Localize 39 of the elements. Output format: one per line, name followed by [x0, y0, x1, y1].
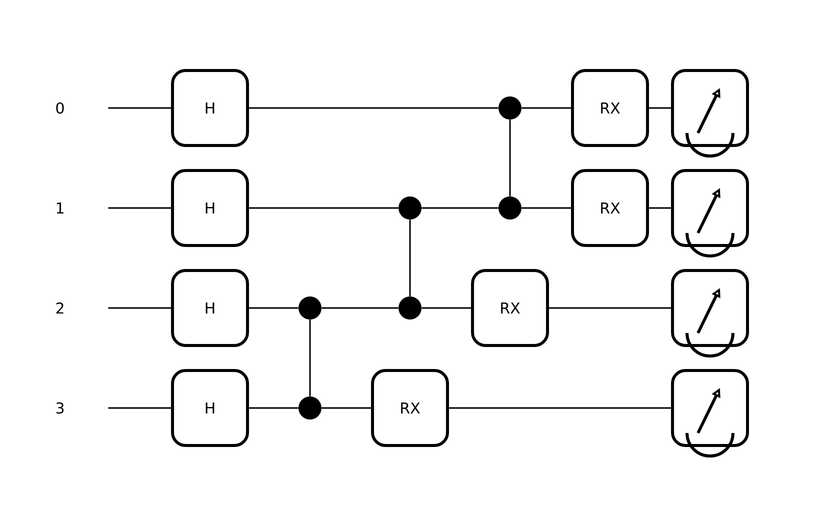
control-dot [398, 296, 422, 320]
wire [649, 107, 671, 109]
wire [549, 307, 671, 309]
control-dot [298, 396, 322, 420]
wire [522, 107, 571, 109]
wire [249, 407, 298, 409]
control-line [309, 320, 311, 396]
wire-label: 3 [56, 402, 64, 414]
wire [108, 407, 171, 409]
control-line [409, 220, 411, 296]
gate-box: H [171, 269, 249, 347]
wire-label: 2 [56, 302, 64, 314]
wire [249, 207, 398, 209]
wire [422, 307, 471, 309]
wire [108, 207, 171, 209]
wire [108, 107, 171, 109]
wire [422, 207, 498, 209]
gate-box: H [171, 369, 249, 447]
wire [108, 307, 171, 309]
wire [522, 207, 571, 209]
wire [649, 207, 671, 209]
gate-box: H [171, 169, 249, 247]
control-dot [298, 296, 322, 320]
wire [322, 407, 371, 409]
control-dot [398, 196, 422, 220]
wire [249, 307, 298, 309]
control-dot [498, 196, 522, 220]
wire-label: 0 [56, 102, 64, 114]
gate-box: RX [371, 369, 449, 447]
control-line [509, 120, 511, 196]
wire [249, 107, 498, 109]
wire [322, 307, 398, 309]
gate-box: RX [471, 269, 549, 347]
control-dot [498, 96, 522, 120]
gate-box: H [171, 69, 249, 147]
gate-box: RX [571, 169, 649, 247]
gate-box: RX [571, 69, 649, 147]
wire [449, 407, 671, 409]
wire-label: 1 [56, 202, 64, 214]
